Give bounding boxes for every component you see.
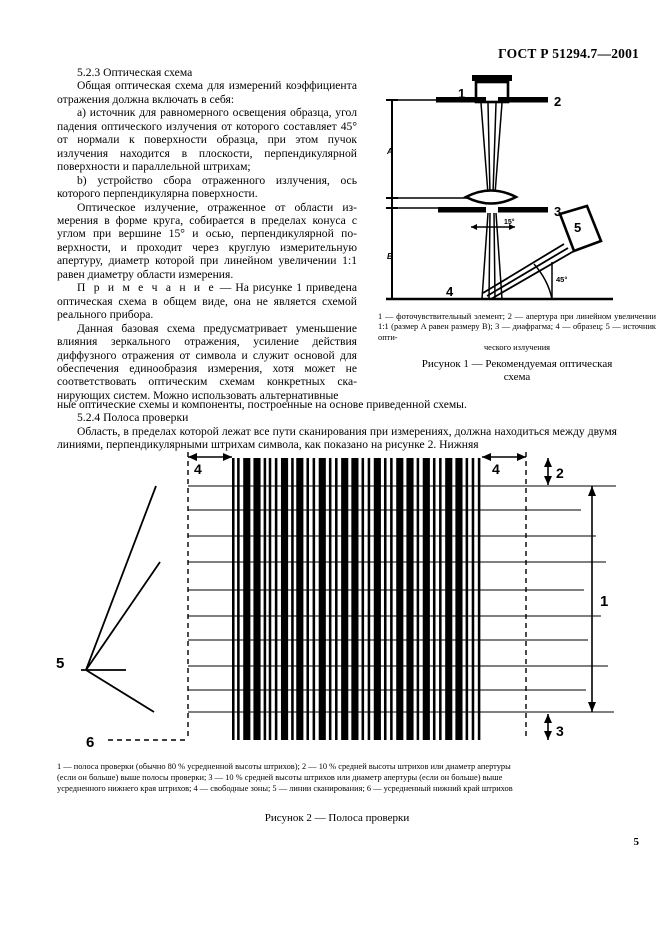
- barcode-bar: [268, 458, 272, 740]
- barcode-bar: [274, 458, 278, 740]
- cone-angle-marker: [471, 224, 515, 230]
- dimension-label-b: B: [387, 252, 393, 261]
- figure-2-callout-4-right: 4: [492, 461, 500, 477]
- aperture-plate-symbol: [436, 97, 548, 103]
- callout-1: 1: [458, 86, 465, 101]
- barcode-bar: [312, 458, 316, 740]
- quiet-zone-boundaries: [187, 452, 527, 740]
- note-text: — На рисунке 1 приведена оптическая схем…: [57, 281, 357, 322]
- figure-2-legend-line-3: усредненного нижнего края штрихов; 4 — с…: [57, 783, 513, 793]
- figure-2-legend-line-1: 1 — полоса проверки (обычно 80 % усредне…: [57, 762, 511, 771]
- callout-4: 4: [446, 284, 454, 299]
- figure-2-callout-2: 2: [556, 465, 564, 481]
- paragraph-item-a: a) источник для равномерного освещения о…: [57, 106, 357, 174]
- dimension-2-marker: [544, 458, 552, 485]
- dimension-3-marker: [544, 714, 552, 740]
- figure-2-callout-6: 6: [86, 734, 94, 751]
- figure-2-callout-5: 5: [56, 655, 64, 672]
- section-heading-5-2-4: 5.2.4 Полоса проверки: [77, 411, 189, 425]
- left-text-column: 5.2.3 Оптическая схема Общая оптическая …: [57, 66, 357, 402]
- barcode-bar: [232, 458, 235, 740]
- barcode-bar: [306, 458, 310, 740]
- barcode-bar: [416, 458, 420, 740]
- barcode-bar: [291, 458, 294, 740]
- source-beam: [482, 243, 575, 300]
- figure-2-callout-1: 1: [600, 593, 608, 610]
- quiet-zone-left-dimension: [188, 453, 232, 461]
- figure-1-legend-line-1: 1 — фоточувствительный элемент; 2 — апер…: [378, 312, 574, 321]
- lower-ray-cone: [481, 212, 503, 300]
- barcode-bar: [328, 458, 332, 740]
- barcode-bar: [373, 458, 381, 740]
- barcode-bar: [237, 458, 240, 740]
- figure-1-legend-line-2: линейном увеличении 1:1 (размер A равен …: [378, 312, 657, 332]
- figure-1-legend-line-3: 3 — диафрагма; 4 — образец; 5 — источник…: [378, 322, 657, 342]
- barcode-bar: [465, 458, 469, 740]
- figure-1-optical-diagram: 15° 45°: [378, 64, 656, 314]
- barcode-bar: [406, 458, 414, 740]
- figure-1-caption-line-2: схема: [503, 371, 531, 384]
- quiet-zone-right-dimension: [482, 453, 526, 461]
- paragraph-continuation: ные оптические схемы и компоненты, постр…: [57, 398, 467, 411]
- paragraph-item-b: b) устройство сбора отраженного излучени…: [57, 173, 357, 201]
- barcode-bar: [335, 458, 338, 740]
- figure-2-legend-line-2: (если он больше) выше полосы проверки; 3…: [57, 772, 503, 782]
- barcode-bar: [422, 458, 430, 740]
- paragraph-scan-band: Область, в пределах которой лежат все пу…: [57, 424, 617, 452]
- page-number: 5: [633, 836, 640, 848]
- figure-2-scan-band-diagram: 4 4 2 1: [36, 440, 626, 758]
- note-label: П р и м е ч а н и е: [77, 281, 216, 295]
- paragraph-base-scheme: Данная базовая схема предусматривает уме…: [57, 321, 357, 402]
- figure-1-svg: 15° 45°: [386, 75, 613, 301]
- full-width-text-block: ные оптические схемы и компоненты, постр…: [57, 398, 617, 452]
- barcode-bar: [455, 458, 463, 740]
- light-source-symbol: [558, 204, 603, 253]
- figure-2-caption: Рисунок 2 — Полоса проверки: [264, 812, 410, 824]
- figure-1-legend-line-4: ческого излучения: [483, 343, 551, 353]
- barcode-bar: [351, 458, 359, 740]
- barcode-bar: [477, 458, 481, 740]
- callout-5-leaders: [81, 485, 161, 713]
- figure-2-legend: 1 — полоса проверки (обычно 80 % усредне…: [57, 762, 617, 795]
- barcode-bar: [432, 458, 436, 740]
- barcode-bar: [445, 458, 453, 740]
- barcode-bar: [263, 458, 267, 740]
- section-heading-5-2-3: 5.2.3 Оптическая схема: [77, 66, 193, 79]
- angle-45-marker: [533, 262, 553, 300]
- barcode-bar: [243, 458, 251, 740]
- figure-2-callout-3: 3: [556, 723, 564, 739]
- barcode-bar: [367, 458, 371, 740]
- upper-ray-cone: [480, 102, 503, 195]
- paragraph-note: П р и м е ч а н и е — На рисунке 1 приве…: [57, 281, 357, 321]
- figure-1-caption-line-1: Рисунок 1 — Рекомендуемая оптическая: [421, 358, 613, 370]
- barcode-bar: [280, 458, 289, 740]
- standard-number-header: ГОСТ Р 51294.7—2001: [498, 46, 639, 61]
- figure-2-callout-4-left: 4: [194, 461, 202, 477]
- paragraph-optical-radiation: Оптическое излучение, отраженное от обла…: [57, 200, 357, 281]
- barcode-bar: [439, 458, 442, 740]
- barcode-bar: [318, 458, 326, 740]
- barcode-bar: [383, 458, 387, 740]
- angle-label-45deg: 45°: [556, 275, 567, 284]
- figure-2-svg: 4 4 2 1: [56, 452, 616, 751]
- lens-symbol: [463, 189, 519, 205]
- barcode-bar: [253, 458, 261, 740]
- callout-2: 2: [554, 94, 561, 109]
- callout-3: 3: [554, 204, 561, 219]
- diaphragm-symbol: [438, 207, 548, 213]
- barcode-bar: [471, 458, 475, 740]
- dimension-label-a: A: [386, 147, 393, 156]
- angle-label-15deg: 15°: [504, 218, 515, 226]
- figure-1-legend: 1 — фоточувствительный элемент; 2 — апер…: [378, 312, 656, 354]
- barcode-bar: [341, 458, 349, 740]
- barcode-bar: [361, 458, 365, 740]
- barcode-bar: [390, 458, 393, 740]
- paragraph-general-scheme: Общая оптическая схема для измерений коэ…: [57, 79, 357, 106]
- barcode-bar: [296, 458, 304, 740]
- dimension-1-marker: [588, 486, 596, 712]
- figure-1-caption: Рисунок 1 — Рекомендуемая оптическая схе…: [378, 358, 656, 385]
- callout-5: 5: [574, 220, 581, 235]
- barcode-bar: [396, 458, 404, 740]
- barcode-bars-group: [232, 458, 481, 740]
